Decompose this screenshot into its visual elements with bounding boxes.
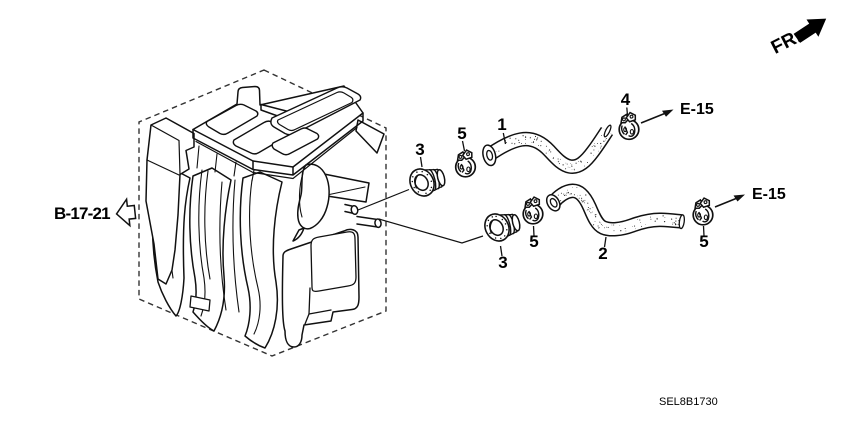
svg-text:2: 2 [598,244,607,263]
svg-text:E-15: E-15 [680,101,714,118]
svg-text:E-15: E-15 [752,186,786,203]
svg-text:B-17-21: B-17-21 [54,204,110,223]
svg-text:4: 4 [621,90,631,109]
svg-text:SEL8B1730: SEL8B1730 [659,396,718,408]
svg-text:5: 5 [529,232,538,251]
svg-text:3: 3 [498,253,507,272]
svg-text:5: 5 [699,232,708,251]
svg-text:3: 3 [415,140,424,159]
svg-text:5: 5 [457,124,466,143]
svg-text:1: 1 [497,115,506,134]
